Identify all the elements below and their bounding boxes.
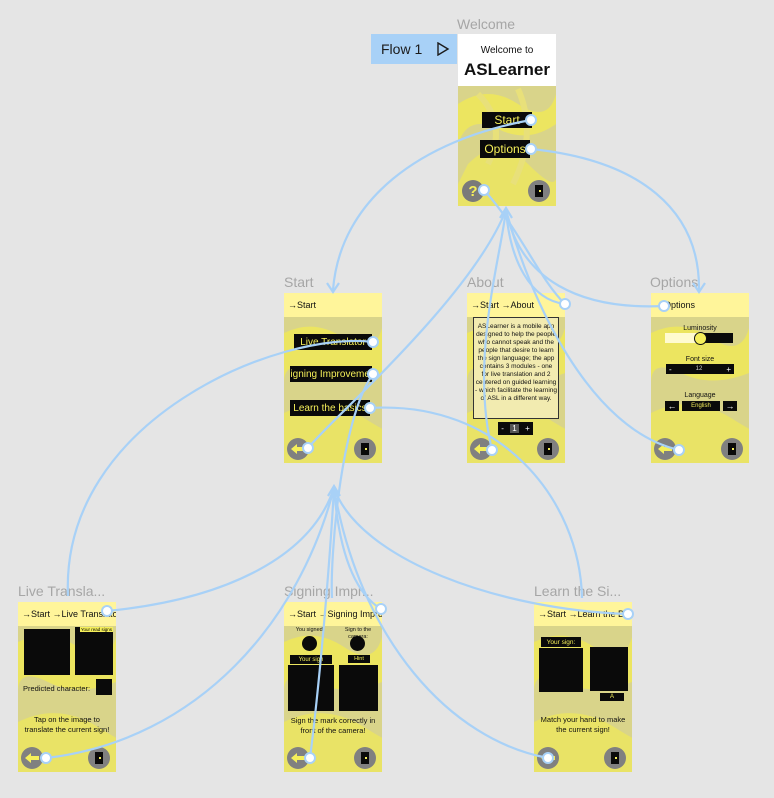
frame-welcome[interactable]: Welcome to ASLearner Start Options ? xyxy=(458,34,556,206)
your-sign-label: Your sign: xyxy=(541,637,581,647)
exit-button[interactable] xyxy=(604,747,626,769)
flow-badge[interactable]: Flow 1 xyxy=(371,34,457,64)
frame-title-learn: Learn the Si... xyxy=(534,583,622,599)
font-size-value: 12 xyxy=(695,366,703,372)
frame-title-options: Options xyxy=(650,274,699,290)
exit-button[interactable] xyxy=(721,438,743,460)
signed-indicator xyxy=(302,636,317,651)
arrow-left-icon[interactable]: ← xyxy=(665,401,679,411)
exit-button[interactable] xyxy=(537,438,559,460)
frame-signing-improvement[interactable]: →Start →Signing Improvement You signed: … xyxy=(284,602,382,772)
font-size-label: Font size xyxy=(685,356,715,363)
read-signs-panel: Your read signs xyxy=(75,627,113,675)
exit-door-icon xyxy=(361,443,369,455)
about-body: ASLearner is a mobile app designed to he… xyxy=(475,323,558,402)
frame-title-live: Live Transla... xyxy=(18,583,106,599)
signing-instruction: Sign the mark correctly in front of the … xyxy=(290,716,376,735)
luminosity-slider[interactable] xyxy=(665,332,733,345)
exit-door-icon xyxy=(361,752,369,764)
live-translator-button[interactable]: Live Translator xyxy=(294,334,372,350)
signing-improvement-button[interactable]: Signing Improvement xyxy=(290,366,372,382)
camera-view[interactable] xyxy=(288,665,334,711)
help-button[interactable]: ? xyxy=(462,180,484,202)
slider-thumb[interactable] xyxy=(694,332,707,345)
app-name: ASLearner xyxy=(464,60,550,79)
read-signs-label: Your read signs xyxy=(79,627,113,632)
language-label: Language xyxy=(684,392,716,399)
target-sign-image xyxy=(590,647,628,691)
target-indicator xyxy=(350,636,365,651)
frame-start[interactable]: →Start Live Translator Signing Improveme… xyxy=(284,293,382,463)
back-button[interactable] xyxy=(537,747,559,769)
luminosity-label: Luminosity xyxy=(683,325,717,332)
frame-about[interactable]: →Start →About ASLearner is a mobile app … xyxy=(467,293,565,463)
arrow-left-icon xyxy=(658,444,672,454)
frame-title-about: About xyxy=(467,274,504,290)
back-button[interactable] xyxy=(21,747,43,769)
page-stepper: - 1 + xyxy=(498,422,533,435)
arrow-left-icon xyxy=(25,753,39,763)
language-selector[interactable]: ← English → xyxy=(665,400,737,412)
exit-button[interactable] xyxy=(88,747,110,769)
you-signed-label: You signed: xyxy=(295,627,325,633)
flow-label: Flow 1 xyxy=(381,41,423,57)
exit-button[interactable] xyxy=(354,438,376,460)
stepper-plus[interactable]: + xyxy=(525,424,530,433)
breadcrumb: →Options xyxy=(651,293,749,317)
exit-door-icon xyxy=(728,443,736,455)
breadcrumb: →Start →Live Translator xyxy=(18,602,116,626)
exit-door-icon xyxy=(611,752,619,764)
frame-title-start: Start xyxy=(284,274,314,290)
camera-view[interactable] xyxy=(539,648,583,692)
exit-door-icon xyxy=(95,752,103,764)
predicted-label: Predicted character: xyxy=(23,684,91,693)
frame-title-signing: Signing Impr... xyxy=(284,583,374,599)
back-button[interactable] xyxy=(287,438,309,460)
hint-button[interactable]: Hint xyxy=(348,655,370,663)
target-letter: A xyxy=(600,693,624,701)
breadcrumb: →Start xyxy=(284,293,382,317)
arrow-right-icon[interactable]: → xyxy=(723,401,737,411)
language-value: English xyxy=(682,401,720,411)
arrow-left-icon xyxy=(291,444,305,454)
exit-button[interactable] xyxy=(528,180,550,202)
connection-about-crumb xyxy=(504,209,566,306)
arrow-left-icon xyxy=(291,753,305,763)
hint-image xyxy=(339,665,378,711)
tap-instruction: Tap on the image to translate the curren… xyxy=(24,715,110,734)
arrow-left-icon xyxy=(474,444,488,454)
exit-door-icon xyxy=(535,185,543,197)
welcome-subtitle: Welcome to xyxy=(480,45,534,56)
connection-options-crumb xyxy=(504,209,665,308)
question-icon: ? xyxy=(468,182,478,200)
exit-door-icon xyxy=(544,443,552,455)
connection-options xyxy=(530,147,701,291)
frame-options[interactable]: →Options Luminosity Font size - 12 + Lan… xyxy=(651,293,749,463)
your-sign-label: Your sign xyxy=(290,655,332,664)
camera-view[interactable] xyxy=(24,629,70,675)
exit-button[interactable] xyxy=(354,747,376,769)
breadcrumb: →Start →About xyxy=(467,293,565,317)
font-size-stepper: - 12 + xyxy=(666,364,734,374)
breadcrumb: →Start →Signing Improvement xyxy=(284,602,382,626)
options-button[interactable]: Options xyxy=(480,140,530,158)
learn-instruction: Match your hand to make the current sign… xyxy=(540,715,626,734)
stepper-minus[interactable]: - xyxy=(501,424,504,433)
play-icon[interactable] xyxy=(436,42,450,56)
back-button[interactable] xyxy=(470,438,492,460)
start-button[interactable]: Start xyxy=(482,112,532,128)
frame-live-translator[interactable]: →Start →Live Translator Your read signs … xyxy=(18,602,116,772)
stepper-value: 1 xyxy=(510,424,519,433)
learn-basics-button[interactable]: Learn the basics xyxy=(290,400,370,416)
frame-learn-basics[interactable]: →Start →Learn the Basics Your sign: A Ma… xyxy=(534,602,632,772)
stepper-minus[interactable]: - xyxy=(669,364,672,374)
back-button[interactable] xyxy=(654,438,676,460)
back-button[interactable] xyxy=(287,747,309,769)
stepper-plus[interactable]: + xyxy=(726,364,731,374)
breadcrumb: →Start →Learn the Basics xyxy=(534,602,632,626)
frame-title-welcome: Welcome xyxy=(457,16,516,32)
arrow-left-icon xyxy=(541,753,555,763)
predicted-char-box xyxy=(96,679,112,695)
